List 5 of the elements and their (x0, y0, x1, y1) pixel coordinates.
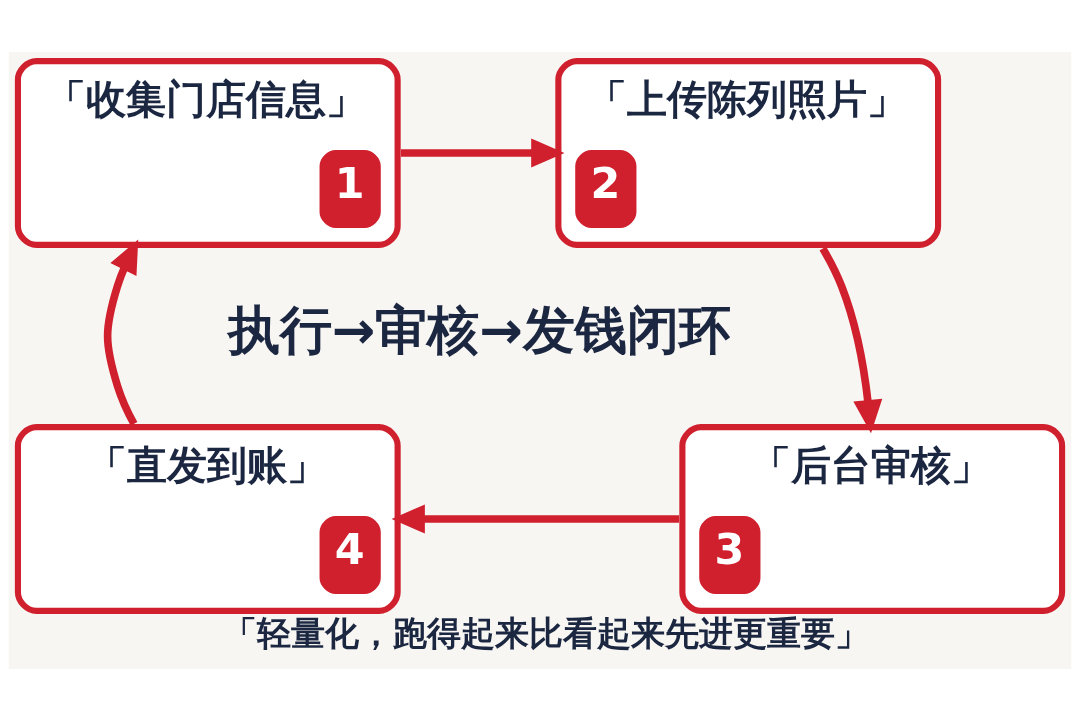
caption: 「轻量化，跑得起来比看起来先进更重要」 (223, 613, 870, 653)
arrow (103, 239, 139, 426)
label: 执行→审核→发钱闭环 (227, 299, 731, 360)
arrow (819, 246, 883, 433)
arrow (400, 138, 565, 168)
